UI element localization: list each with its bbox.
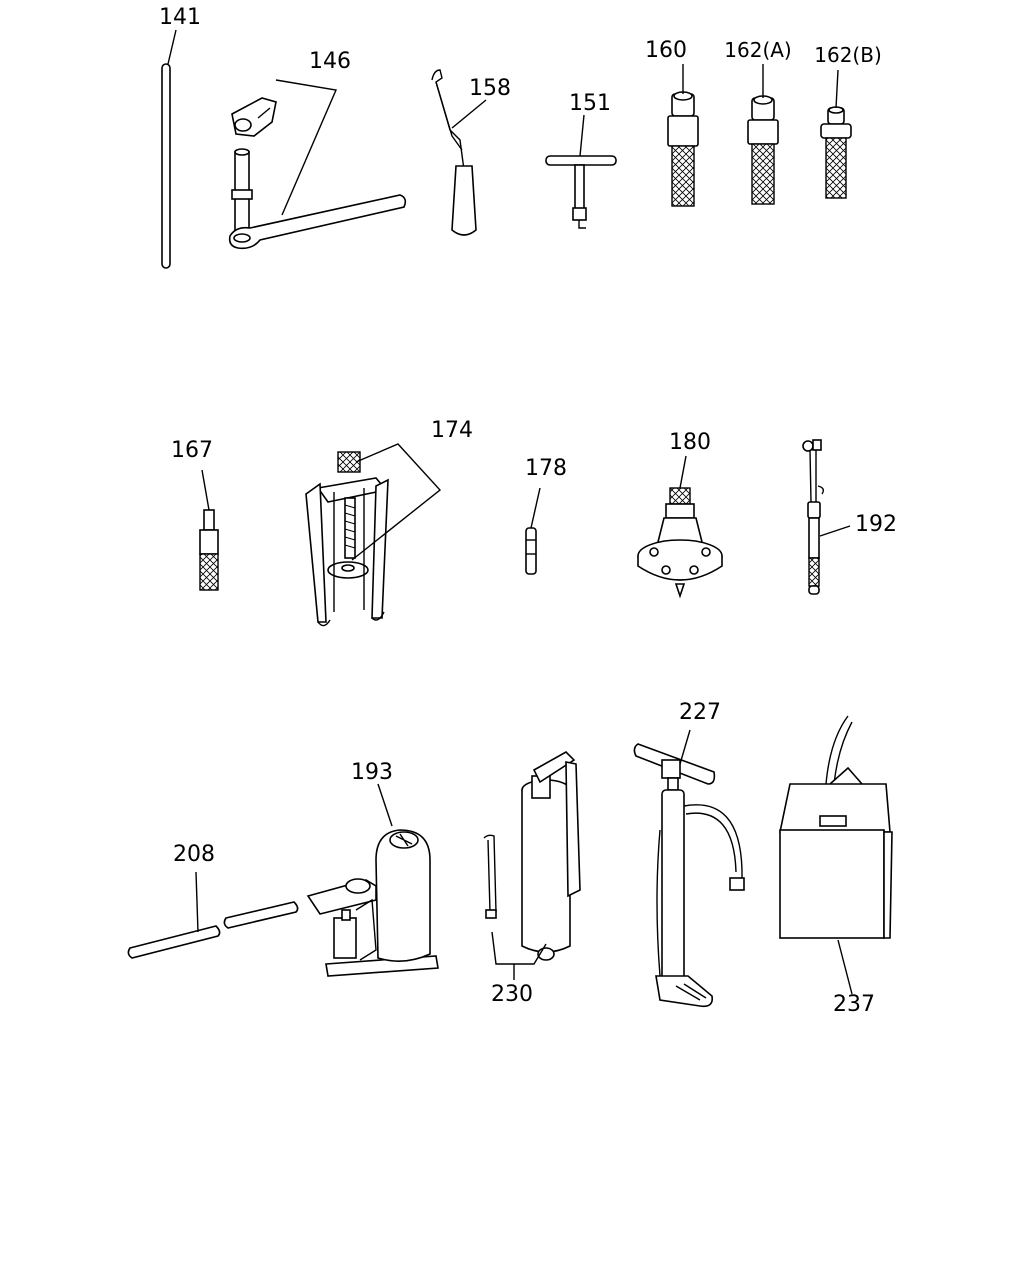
part-160-adapter	[667, 64, 699, 207]
part-158-pick-tool	[431, 69, 487, 236]
label-167: 167	[171, 438, 213, 463]
label-180: 180	[669, 430, 711, 455]
label-146: 146	[309, 49, 351, 74]
part-162a-adapter	[747, 64, 779, 205]
part-208-jack-handle	[127, 871, 299, 959]
label-158: 158	[469, 76, 511, 101]
part-174-puller	[305, 443, 442, 627]
label-162b: 162(B)	[814, 43, 882, 67]
label-141: 141	[159, 5, 201, 30]
part-151-t-handle	[545, 114, 617, 229]
label-230: 230	[491, 982, 533, 1007]
label-237: 237	[833, 992, 875, 1017]
label-160: 160	[645, 38, 687, 63]
part-230-grease-gun	[483, 751, 581, 980]
part-237-case	[779, 715, 893, 995]
label-208: 208	[173, 842, 215, 867]
part-193-bottle-jack	[306, 783, 439, 977]
label-227: 227	[679, 700, 721, 725]
part-162b-adapter	[820, 69, 852, 199]
label-193: 193	[351, 760, 393, 785]
part-146-wrench	[228, 79, 407, 250]
part-141-rod	[161, 29, 177, 269]
part-227-hand-pump	[633, 729, 745, 1008]
part-178-pin	[525, 487, 541, 575]
part-167-pin-tool	[199, 469, 219, 591]
label-151: 151	[569, 91, 611, 116]
part-180-flange-adapter	[637, 455, 723, 599]
label-178: 178	[525, 456, 567, 481]
part-192-gauge-tool	[802, 439, 851, 595]
label-162a: 162(A)	[724, 38, 791, 62]
label-192: 192	[855, 512, 897, 537]
label-174: 174	[431, 418, 473, 443]
